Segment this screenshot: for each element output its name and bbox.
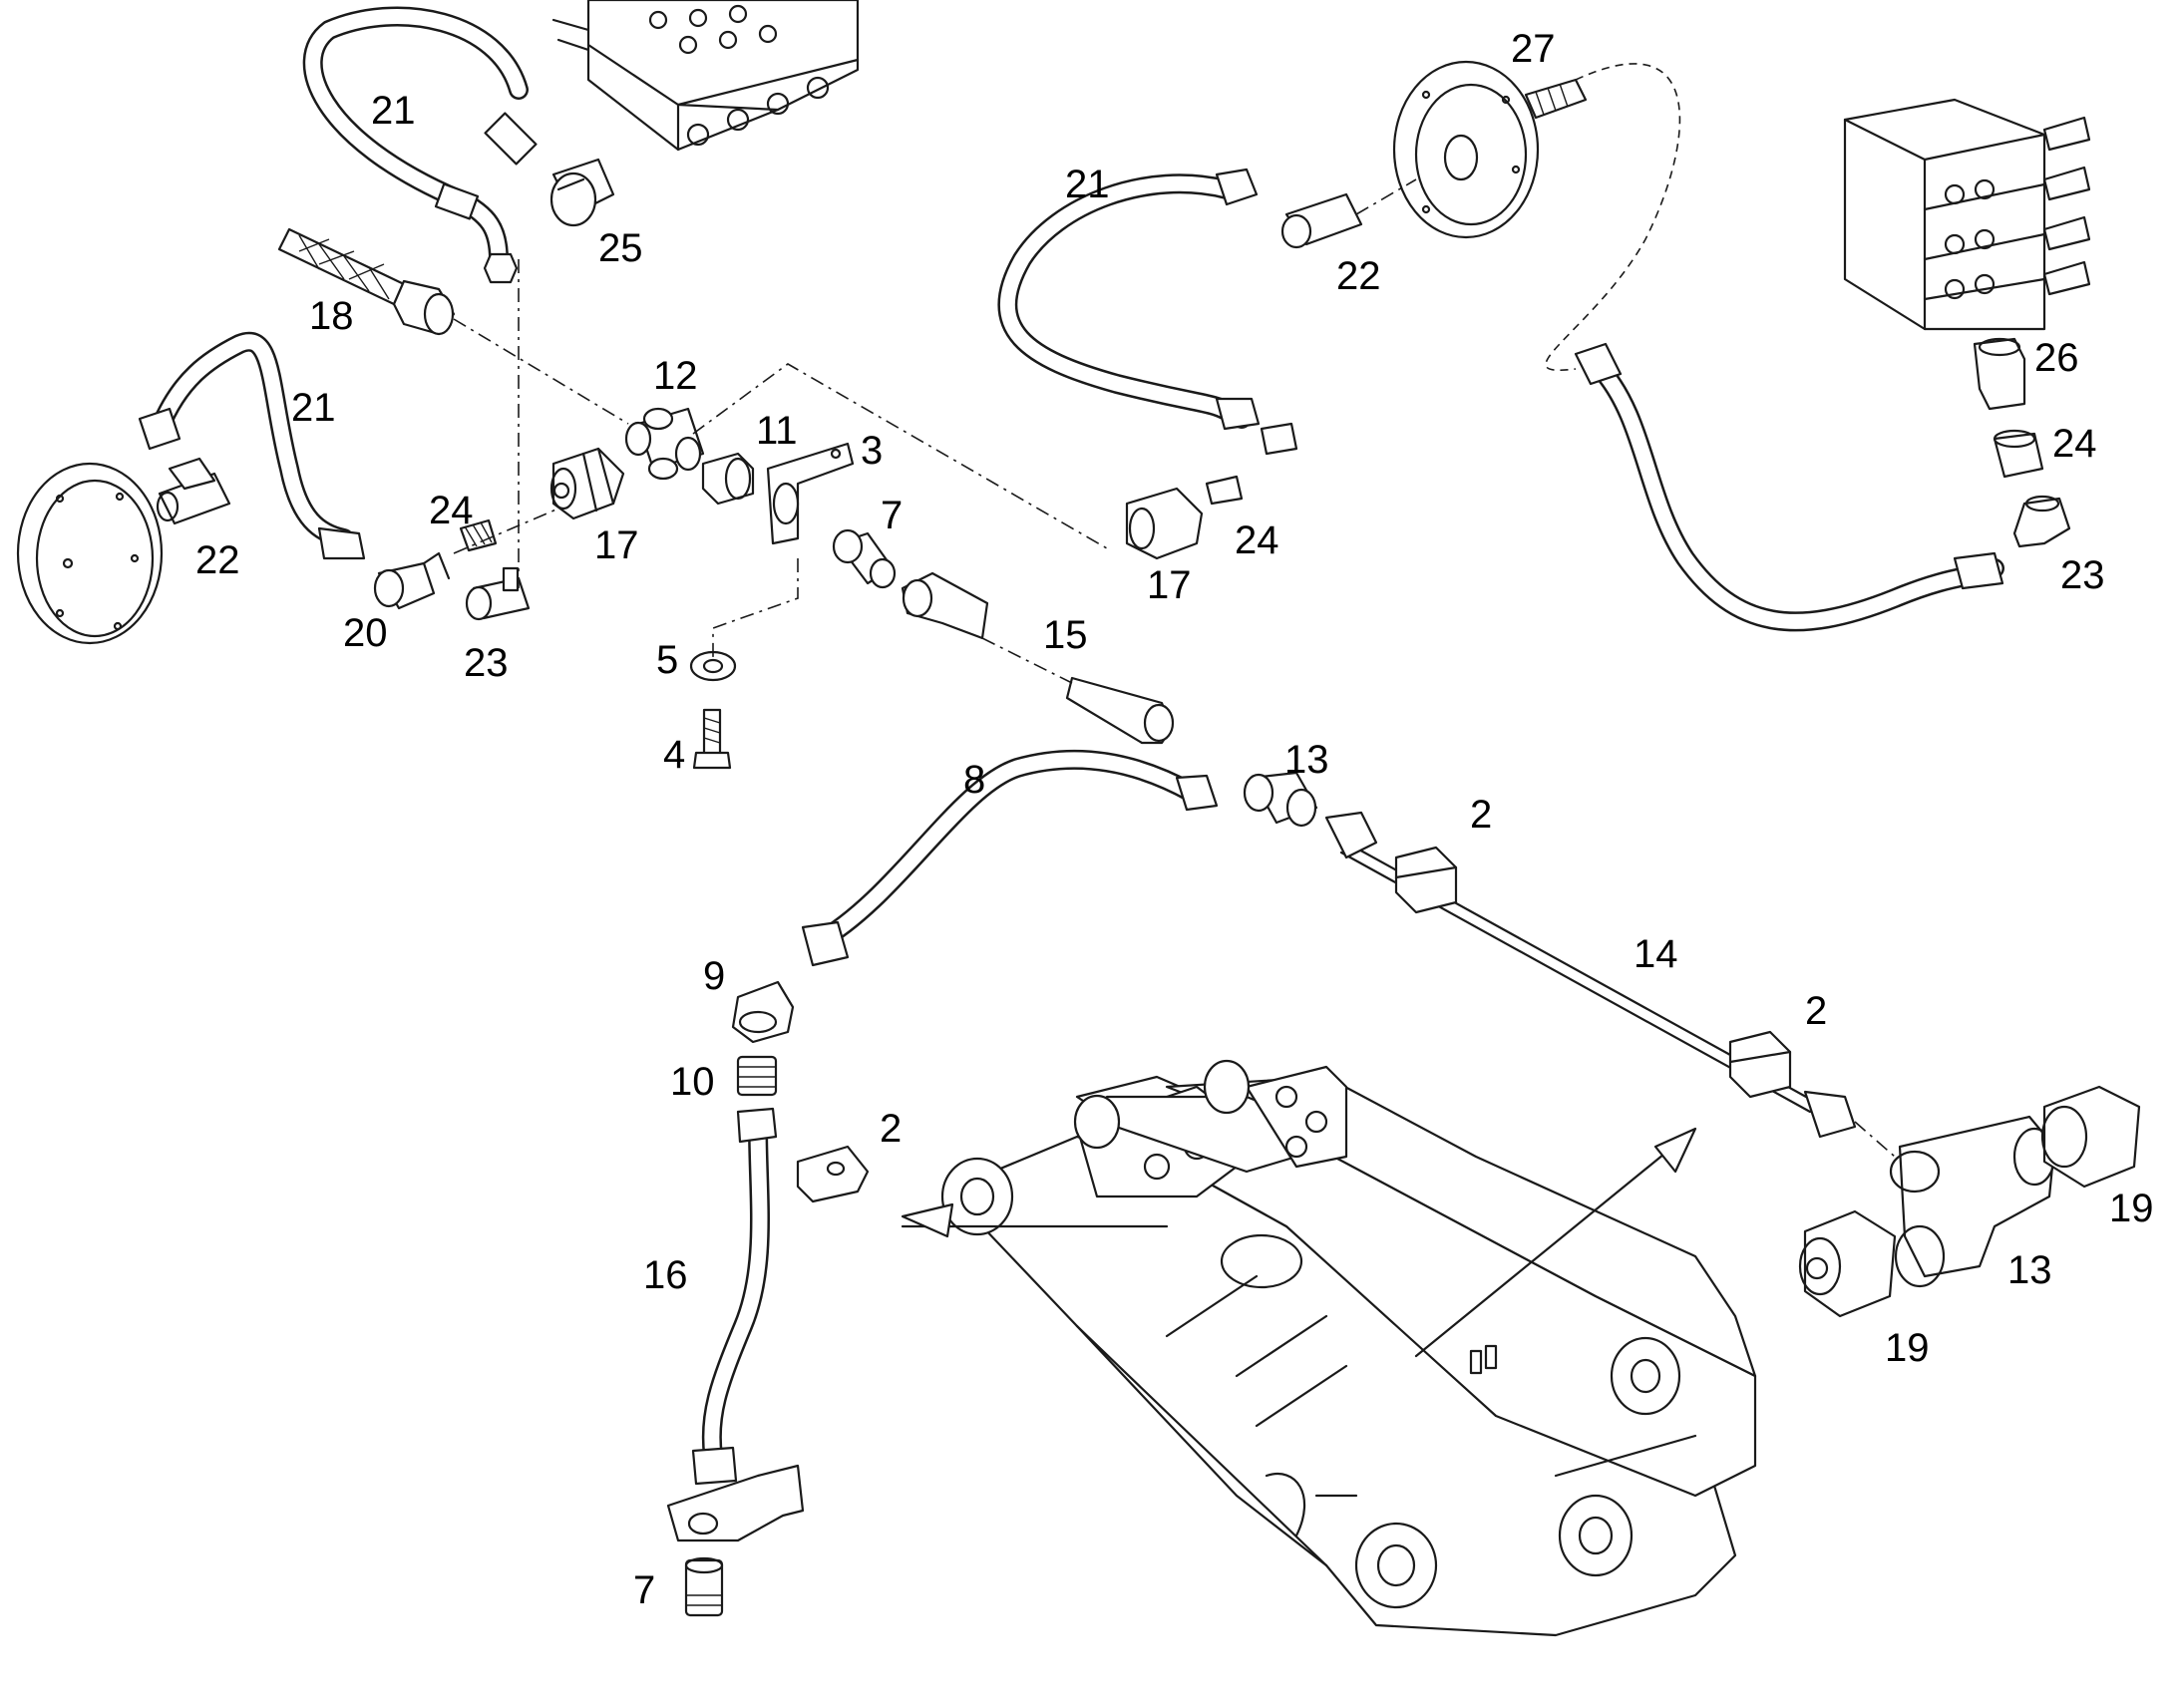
callout-10: 10	[670, 1060, 715, 1104]
callout-13-lower: 13	[2007, 1248, 2052, 1292]
callout-21-center: 21	[1065, 163, 1110, 206]
callout-7-lower: 7	[633, 1568, 655, 1612]
clamp-2-small	[796, 1145, 870, 1203]
callout-25: 25	[598, 226, 643, 270]
callout-13-top: 13	[1284, 738, 1329, 782]
nipple-24-left	[459, 518, 498, 552]
elbow-20	[373, 551, 451, 610]
cap-19-lower	[1798, 1209, 1897, 1318]
clamp-2-upper	[1394, 846, 1458, 914]
callout-18: 18	[309, 294, 354, 338]
nut-11	[701, 452, 755, 506]
callout-labels: 21 25 18 21 22 20 24 23 12 11 3 7 17 5 4…	[195, 27, 2154, 1612]
bracket-3	[766, 442, 855, 545]
cross-fitting-12	[624, 407, 705, 481]
pipe-15	[901, 571, 1175, 745]
flange-disk-right	[1392, 60, 1540, 239]
callout-19-lower: 19	[1885, 1326, 1930, 1370]
hose-21-center	[997, 168, 1261, 431]
nipple-7-lower	[684, 1556, 724, 1617]
callout-14: 14	[1634, 932, 1678, 976]
swivel-17-left	[549, 447, 625, 520]
hose-8	[801, 749, 1219, 967]
callout-21-top: 21	[371, 89, 416, 133]
callout-11: 11	[756, 409, 798, 453]
callout-24-right: 24	[2052, 422, 2097, 466]
spring-guard-18	[277, 227, 456, 336]
fitting-26	[1973, 337, 2026, 411]
callout-27: 27	[1511, 27, 1556, 71]
hose-right-long	[1574, 342, 2004, 632]
callout-23-left: 23	[464, 641, 509, 685]
boom-frame	[940, 1059, 1757, 1637]
direction-arrows	[901, 1127, 1697, 1358]
clamp-2-lower	[1728, 1030, 1792, 1099]
callout-4: 4	[663, 733, 685, 777]
center-lines	[453, 63, 1896, 1158]
callout-7-top: 7	[881, 494, 903, 537]
callout-23-right: 23	[2060, 553, 2105, 597]
callout-15: 15	[1043, 613, 1088, 657]
callout-19-right: 19	[2109, 1187, 2154, 1230]
valve-block-top	[551, 0, 860, 152]
nipple-10	[736, 1055, 778, 1097]
callout-17-left: 17	[594, 523, 639, 567]
tee-13-lower	[1889, 1115, 2056, 1288]
distributor-block-right	[1843, 98, 2091, 331]
washer-5	[689, 650, 737, 682]
bracket-lower	[666, 1464, 805, 1542]
banjo-23-left	[465, 566, 531, 621]
callout-24-left: 24	[429, 489, 474, 532]
callout-21-left: 21	[291, 386, 336, 430]
callout-22-left: 22	[195, 538, 240, 582]
callout-12: 12	[653, 354, 698, 398]
callout-3: 3	[861, 429, 883, 473]
callout-2-upper: 2	[1470, 793, 1492, 837]
elbow-23-right	[2012, 495, 2071, 548]
pipe-16	[691, 1107, 778, 1486]
callout-5: 5	[656, 638, 678, 682]
flange-disk-left	[16, 462, 164, 645]
callout-24-center: 24	[1235, 518, 1279, 562]
bolt-4	[692, 708, 732, 770]
nipple-7-top	[832, 528, 897, 589]
callout-2-lower: 2	[1805, 989, 1827, 1033]
swivel-17-center	[1125, 487, 1204, 560]
nipple-24-center	[1205, 422, 1298, 506]
callout-9: 9	[703, 954, 725, 998]
elbow-9	[731, 980, 795, 1044]
callout-20: 20	[343, 611, 388, 655]
hose-21-top-left	[302, 6, 538, 284]
callout-26: 26	[2034, 336, 2079, 380]
fitting-27	[1524, 78, 1588, 120]
fitting-22-center	[1280, 192, 1363, 249]
hose-21-left	[138, 331, 366, 560]
callout-16: 16	[643, 1253, 688, 1297]
callout-8: 8	[963, 758, 985, 802]
cap-19-upper	[2040, 1085, 2141, 1189]
callout-22-center: 22	[1336, 254, 1381, 298]
fitting-22-left	[156, 457, 231, 525]
tee-13-top	[1243, 771, 1318, 828]
fitting-25	[549, 158, 615, 227]
callout-17-center: 17	[1147, 563, 1192, 607]
callout-2-small: 2	[880, 1107, 902, 1151]
nipple-24-right	[1993, 429, 2044, 479]
